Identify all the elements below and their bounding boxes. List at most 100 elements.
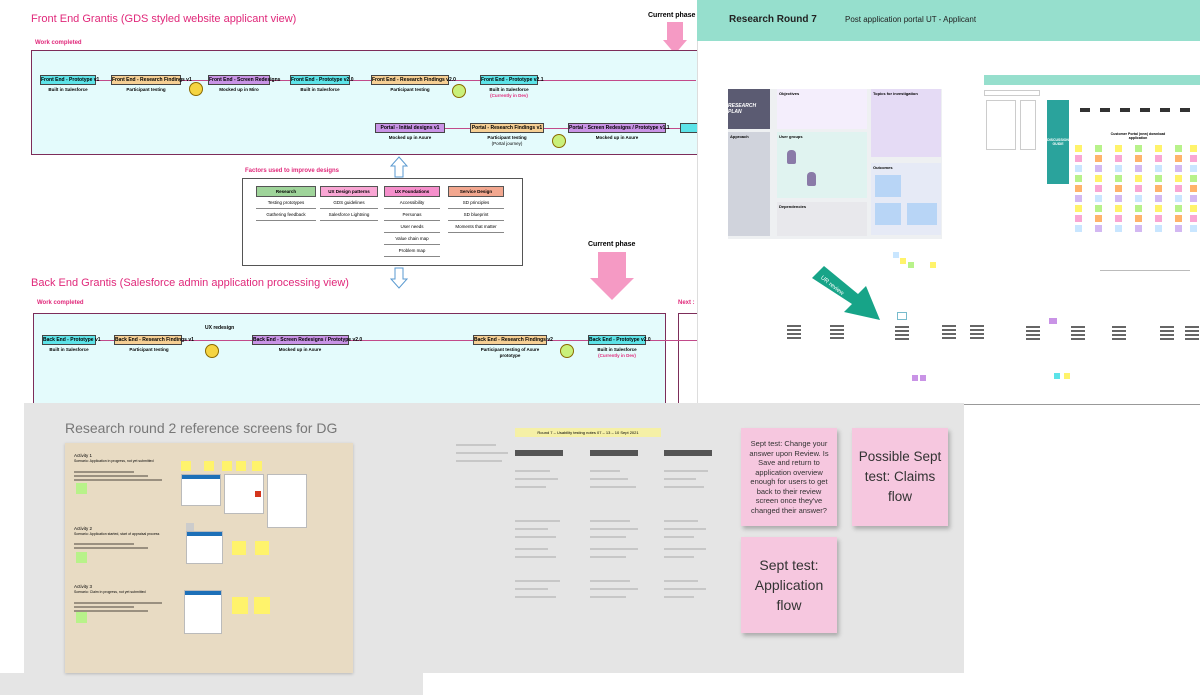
- fe-step-3-caption: Mocked up in Miro: [219, 87, 259, 92]
- portal-step-3[interactable]: Portal - Screen Redesigns / Prototype v1…: [568, 123, 670, 133]
- journey-sticky: [1135, 195, 1142, 202]
- reference-screenshot[interactable]: [181, 474, 221, 506]
- be-step-1[interactable]: Back End - Prototype v1: [42, 335, 101, 345]
- journey-sticky: [1135, 175, 1142, 182]
- strip-note: [912, 375, 918, 381]
- strip-line: [1026, 330, 1040, 332]
- journey-sticky: [1175, 155, 1182, 162]
- be-step-2[interactable]: Back End - Research Findings v1: [114, 335, 194, 345]
- journey-sticky: [1155, 225, 1162, 232]
- column-line: [515, 580, 560, 582]
- strip-line: [1071, 338, 1085, 340]
- outcome-card: [875, 175, 901, 197]
- portal-step-2[interactable]: Portal - Research Findings v1: [470, 123, 544, 133]
- happy-face-icon: [560, 344, 574, 358]
- strip-line: [942, 329, 956, 331]
- be-step-3[interactable]: Back End - Screen Redesigns / Prototype …: [252, 335, 363, 345]
- factor-item: GDS guidelines: [320, 198, 378, 209]
- strip-line: [1185, 338, 1199, 340]
- journey-sticky: [1115, 165, 1122, 172]
- sticky-note: [232, 597, 248, 614]
- ur-review-arrow: [812, 266, 880, 320]
- activity-2-label: Activity 2: [74, 526, 93, 531]
- happy-face-icon: [552, 134, 566, 148]
- be-step-5-status: (Currently in Dev): [598, 353, 636, 358]
- fe-step-3[interactable]: Front End - Screen Redesigns: [208, 75, 281, 85]
- screenshot-badge: [255, 491, 261, 497]
- left-notes: [456, 452, 508, 454]
- journey-label: [1180, 108, 1190, 112]
- factor-item: Value chain map: [384, 234, 440, 245]
- strip-line: [1071, 326, 1085, 328]
- strip-line: [1160, 338, 1174, 340]
- strip-line: [1160, 326, 1174, 328]
- journey-sticky: [1115, 225, 1122, 232]
- outcomes-panel: Outcomes: [871, 163, 941, 235]
- be-step-5[interactable]: Back End - Prototype v2.0: [588, 335, 651, 345]
- portal-step-2-caption-text: Participant testing: [487, 135, 527, 140]
- reference-screenshot[interactable]: [224, 474, 264, 514]
- fe-step-2[interactable]: Front End - Research Findings v1: [111, 75, 192, 85]
- text-line: [74, 602, 162, 604]
- research-round7-subtitle: Post application portal UT - Applicant: [845, 15, 977, 24]
- text-line: [74, 475, 148, 477]
- strip-line: [1026, 338, 1040, 340]
- mini-note: [900, 258, 906, 264]
- journey-sticky: [1135, 165, 1142, 172]
- factor-item: User needs: [384, 222, 440, 233]
- journey-sticky: [1135, 215, 1142, 222]
- reference-screenshot[interactable]: [184, 590, 222, 634]
- screenshot-header: [182, 475, 220, 479]
- column-line: [515, 470, 550, 472]
- column-line: [664, 478, 696, 480]
- journey-label: [1140, 108, 1150, 112]
- sept-note-application[interactable]: Sept test: Application flow: [741, 537, 837, 633]
- work-completed-label: Work completed: [35, 40, 82, 46]
- fe-step-5-caption: Participant testing: [390, 87, 430, 92]
- research-round7-title: Research Round 7: [729, 14, 817, 25]
- sticky-note: [204, 461, 214, 471]
- strip-line: [1160, 334, 1174, 336]
- column-line: [590, 596, 626, 598]
- current-phase-label: Current phase: [588, 241, 636, 248]
- column-line: [664, 536, 694, 538]
- sept-note-claims[interactable]: Possible Sept test: Claims flow: [852, 428, 948, 526]
- reference-screenshot[interactable]: [186, 531, 223, 564]
- topics-label: Topics for investigation: [873, 91, 918, 96]
- back-end-title: Back End Grantis (Salesforce admin appli…: [31, 277, 349, 289]
- strip-line: [895, 330, 909, 332]
- journey-sticky: [1155, 165, 1162, 172]
- fe-step-1[interactable]: Front End - Prototype v1: [40, 75, 100, 85]
- journey-sticky: [1075, 195, 1082, 202]
- fe-step-5[interactable]: Front End - Research Findings v2.0: [371, 75, 456, 85]
- column-header: [664, 450, 712, 456]
- be-step-3-caption: Mocked up in Axure: [278, 347, 322, 352]
- column-line: [515, 588, 548, 590]
- fe-step-4[interactable]: Front End - Prototype v2.0: [290, 75, 354, 85]
- approach-column: Approach: [728, 132, 770, 236]
- column-line: [590, 556, 626, 558]
- column-line: [590, 548, 638, 550]
- text-line: [74, 606, 134, 608]
- journey-sticky: [1190, 205, 1197, 212]
- sept-note-review[interactable]: Sept test: Change your answer upon Revie…: [741, 428, 837, 526]
- strip-line: [942, 325, 956, 327]
- be-step-4[interactable]: Back End - Research Findings v2: [473, 335, 553, 345]
- journey-sticky: [1135, 205, 1142, 212]
- column-line: [515, 520, 560, 522]
- strip-line: [787, 325, 801, 327]
- current-phase-label: Current phase: [648, 12, 696, 19]
- journey-sticky: [1075, 225, 1082, 232]
- factor-item: Salesforce Lightning: [320, 210, 378, 221]
- text-line: [74, 471, 134, 473]
- portal-step-1[interactable]: Portal - Initial designs v1: [375, 123, 445, 133]
- strip-line: [1112, 326, 1126, 328]
- journey-sticky: [1115, 205, 1122, 212]
- journey-sticky: [1135, 145, 1142, 152]
- screenshot-header: [187, 532, 222, 536]
- user-icon: [807, 172, 816, 186]
- fe-step-6[interactable]: Front End - Prototype v2.1: [480, 75, 544, 85]
- reference-screenshot[interactable]: [267, 474, 307, 528]
- outcomes-label: Outcomes: [873, 165, 893, 170]
